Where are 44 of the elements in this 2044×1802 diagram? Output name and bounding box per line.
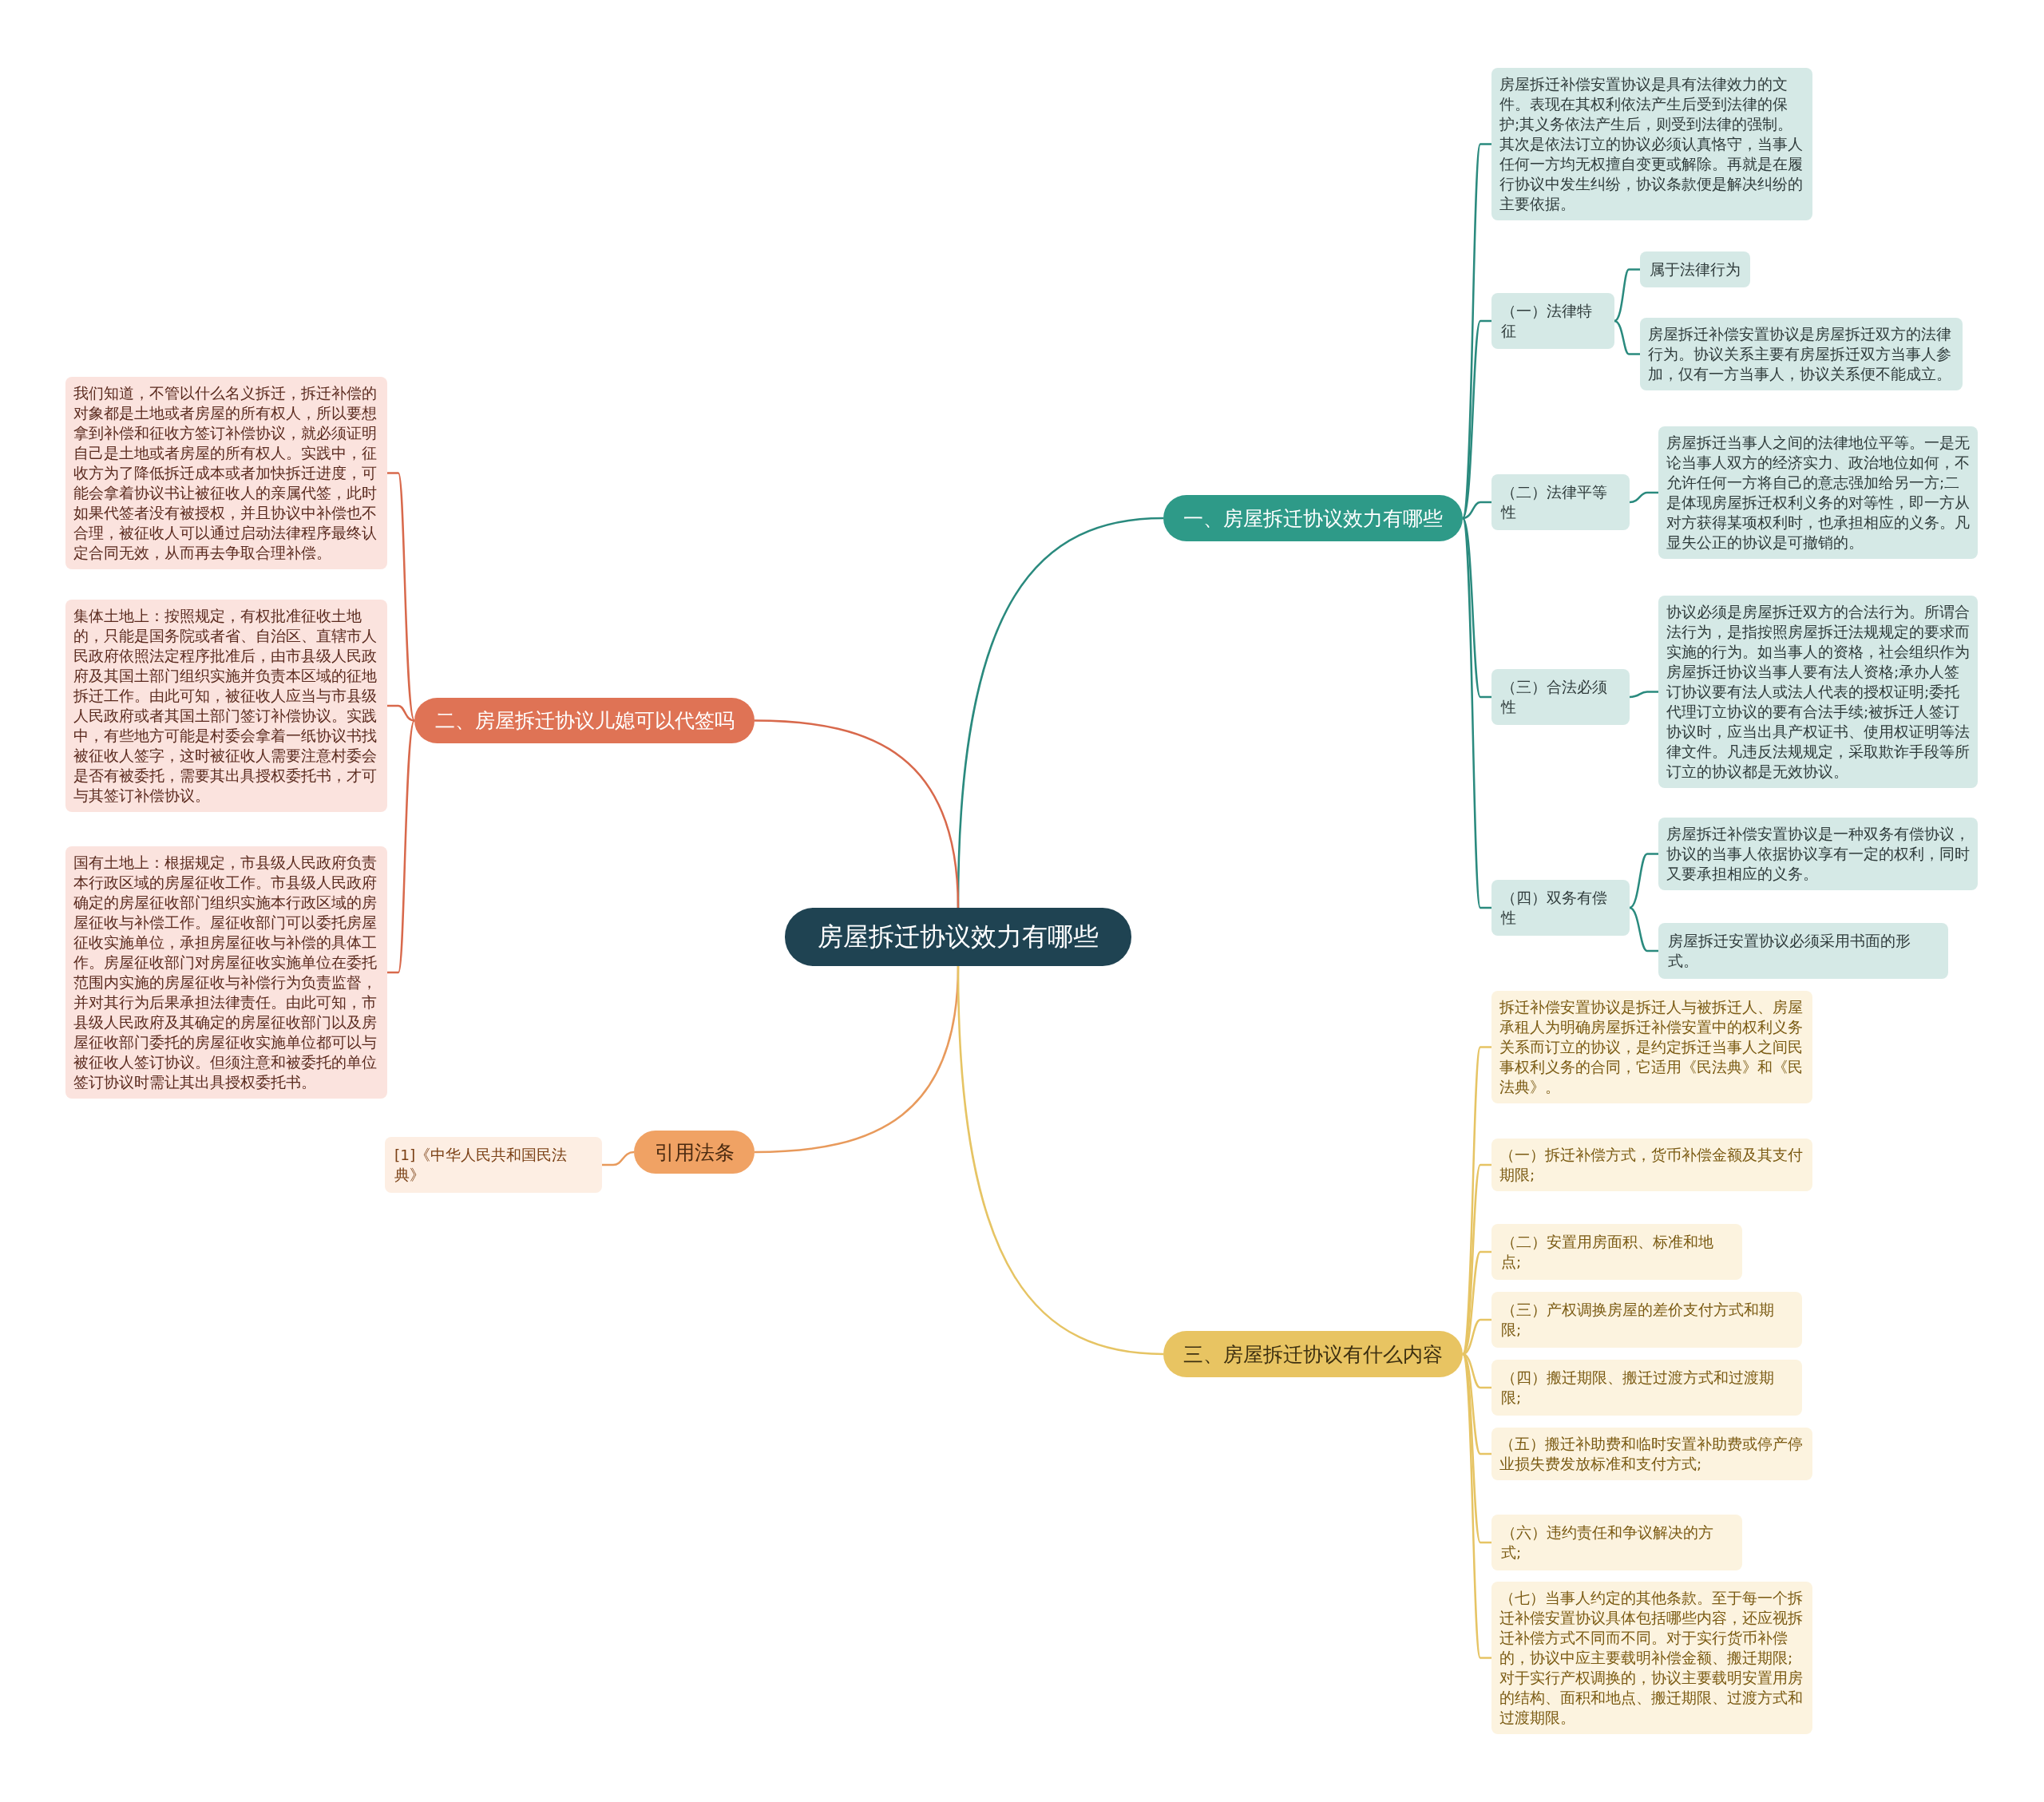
topic-box: （七）当事人约定的其他条款。至于每一个拆迁补偿安置协议具体包括哪些内容，还应视拆迁补偿方式不同而不同。对于实行货币补偿的，协议中应主要载明补偿金额、搬迁期限;对于实行产权调换的，协议主要载明安置用房的结构、面积和地点、搬迁期限、过渡方式和过渡期限。 (1491, 1582, 1812, 1734)
connector-line (1629, 691, 1658, 699)
topic-box: （三）合法必须性 (1491, 669, 1630, 725)
connector-line (1629, 491, 1658, 504)
connector-line (957, 965, 1164, 1356)
topic-box: （一）法律特征 (1491, 293, 1614, 349)
branch-topic: 一、房屋拆迁协议效力有哪些 (1163, 495, 1463, 541)
connector-line (1462, 1318, 1491, 1356)
topic-box: 房屋拆迁补偿安置协议是具有法律效力的文件。表现在其权利依法产生后受到法律的保护;其义务依法产生后，则受到法律的强制。其次是依法订立的协议必须认真恪守，当事人任何一方均无权擅自变更或解除。再就是在履行协议中发生纠纷，协议条款便是解决纠纷的主要依据。 (1491, 68, 1812, 220)
topic-box: 房屋拆迁安置协议必须采用书面的形式。 (1658, 923, 1948, 979)
topic-box: （四）搬迁期限、搬迁过渡方式和过渡期限; (1491, 1360, 1802, 1416)
topic-box: （四）双务有偿性 (1491, 880, 1630, 936)
topic-box: （五）搬迁补助费和临时安置补助费或停产停业损失费发放标准和支付方式; (1491, 1428, 1812, 1480)
branch-topic: 三、房屋拆迁协议有什么内容 (1163, 1331, 1463, 1377)
connector-line (387, 720, 416, 974)
connector-line (754, 719, 960, 909)
connector-line (602, 1151, 635, 1166)
branch-topic: 引用法条 (634, 1131, 755, 1174)
topic-box: （二）安置用房面积、标准和地点; (1491, 1224, 1742, 1280)
citation-box: [1]《中华人民共和国民法典》 (385, 1137, 602, 1193)
connector-line (1462, 501, 1491, 520)
topic-box: 协议必须是房屋拆迁双方的合法行为。所谓合法行为，是指按照房屋拆迁法规规定的要求而实施的行为。如当事人的资格，社会组织作为房屋拆迁协议当事人要有法人资格;承办人签订协议要有法人或法人代表的授权证明;委托代理订立协议的要有合法手续;被拆迁人签订协议时，应当出具产权证书、使用权证明等法律文件。凡违反法规规定，采取欺诈手段等所订立的协议都是无效协议。 (1658, 596, 1978, 788)
topic-box: 我们知道，不管以什么名义拆迁，拆迁补偿的对象都是土地或者房屋的所有权人，所以要想拿到补偿和征收方签订补偿协议，就必须证明自己是土地或者房屋的所有权人。实践中，征收方为了降低拆迁成本或者加快拆迁进度，可能会拿着协议书让被征收人的亲属代签，此时如果代签者没有被授权，并且协议中补偿也不合理，被征收人可以通过启动法律程序最终认定合同无效，从而再去争取合理补偿。 (65, 377, 387, 569)
connector-line (387, 704, 415, 722)
connector-line (1461, 1353, 1491, 1659)
connector-line (387, 472, 416, 721)
connector-line (1614, 319, 1640, 355)
topic-box: （二）法律平等性 (1491, 474, 1630, 530)
topic-box: 集体土地上：按照规定，有权批准征收土地的，只能是国务院或者省、自治区、直辖市人民政府依照法定程序批准后，由市县级人民政府及其国土部门组织实施并负责本区域的征地拆迁工作。由此可知，被征收人应当与市县级人民政府或者其国土部门签订补偿协议。实践中，有些地方可能是村委会拿着一纸协议书找被征收人签字，这时被征收人需要注意村委会是否有被委托，需要其出具授权委托书，才可与其签订补偿协议。 (65, 600, 387, 812)
topic-box: 房屋拆迁补偿安置协议是房屋拆迁双方的法律行为。协议关系主要有房屋拆迁双方当事人参加，仅有一方当事人，协议关系便不能成立。 (1640, 318, 1963, 390)
connector-line (1461, 517, 1491, 909)
topic-box: （三）产权调换房屋的差价支付方式和期限; (1491, 1292, 1802, 1348)
connector-line (1629, 853, 1658, 909)
connector-line (1462, 1352, 1491, 1389)
topic-box: 拆迁补偿安置协议是拆迁人与被拆迁人、房屋承租人为明确房屋拆迁补偿安置中的权利义务关系而订立的协议，是约定拆迁当事人之间民事权利义务的合同，它适用《民法典》和《民法典》。 (1491, 991, 1812, 1103)
topic-box: （一）拆迁补偿方式，货币补偿金额及其支付期限; (1491, 1139, 1812, 1191)
branch-topic: 二、房屋拆迁协议儿媳可以代签吗 (414, 698, 755, 743)
topic-box: （六）违约责任和争议解决的方式; (1491, 1515, 1742, 1570)
connector-line (1461, 319, 1491, 519)
central-topic: 房屋拆迁协议效力有哪些 (785, 908, 1131, 966)
topic-box: 房屋拆迁补偿安置协议是一种双务有偿协议，协议的当事人依据协议享有一定的权利，同时又要承担相应的义务。 (1658, 818, 1978, 890)
topic-box: 国有土地上：根据规定，市县级人民政府负责本行政区域的房屋征收工作。市县级人民政府确定的房屋征收部门组织实施本行政区域的房屋征收与补偿工作。屋征收部门可以委托房屋征收实施单位，承担房屋征收与补偿的具体工作。房屋征收部门对房屋征收实施单位在委托范围内实施的房屋征收与补偿行为负责监督，并对其行为后果承担法律责任。由此可知，市县级人民政府及其确定的房屋征收部门以及房屋征收部门委托的房屋征收实施单位都可以与被征收人签订协议。但须注意和被委托的单位签订协议时需让其出具授权委托书。 (65, 846, 387, 1099)
topic-box: 属于法律行为 (1640, 251, 1750, 287)
topic-box: 房屋拆迁当事人之间的法律地位平等。一是无论当事人双方的经济实力、政治地位如何，不允许任何一方将自己的意志强加给另一方;二是体现房屋拆迁权利义务的对等性，即一方从对方获得某项权利时，也承担相应的义务。凡显失公正的协议是可撤销的。 (1658, 426, 1978, 559)
